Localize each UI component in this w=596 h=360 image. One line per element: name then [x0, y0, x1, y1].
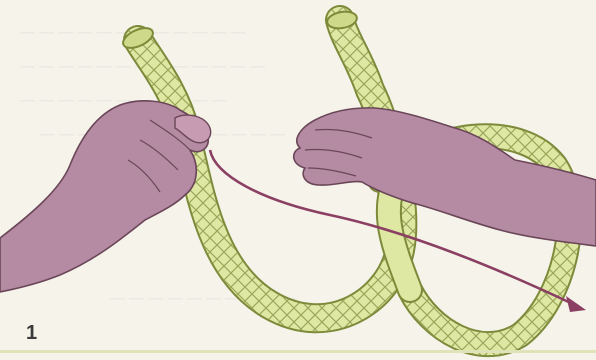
right-hand-icon: [294, 108, 596, 246]
step-number: 1: [26, 322, 37, 345]
arrow-head: [566, 296, 586, 312]
left-hand-icon: [0, 101, 211, 292]
divider-line: [0, 350, 596, 353]
right-hand-shape: [294, 108, 596, 246]
